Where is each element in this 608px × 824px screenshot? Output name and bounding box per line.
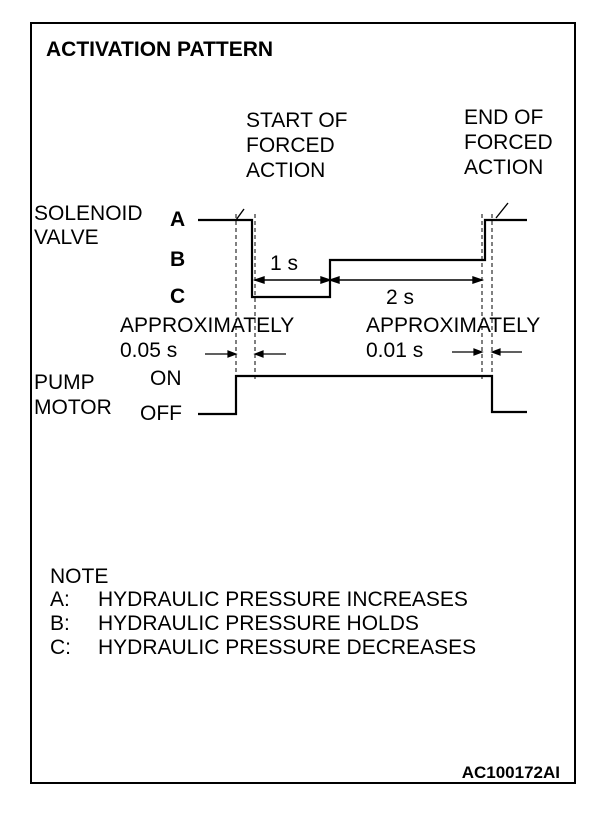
approx-left-line2: 0.05 s: [120, 339, 177, 362]
end-label-line2: FORCED: [464, 131, 553, 154]
figure-code: AC100172AI: [462, 763, 560, 782]
solenoid-label-line1: SOLENOID: [34, 202, 143, 225]
end-leader: [495, 202, 509, 219]
pump-waveform: [198, 374, 527, 416]
level-a-label: A: [170, 208, 185, 231]
interval-2s-arrow: [327, 276, 485, 284]
note-key-a: A:: [50, 588, 70, 611]
interval-1s-label: 1 s: [270, 252, 298, 275]
level-b-label: B: [170, 248, 185, 271]
note-heading: NOTE: [50, 565, 108, 588]
note-text-c: HYDRAULIC PRESSURE DECREASES: [98, 636, 476, 659]
diagram-title: ACTIVATION PATTERN: [46, 38, 273, 61]
delay-right-arrows: [452, 348, 522, 356]
pump-label-line2: MOTOR: [34, 396, 112, 419]
start-label-line1: START OF: [246, 109, 348, 132]
pump-off-label: OFF: [140, 402, 182, 425]
note-key-b: B:: [50, 612, 70, 635]
interval-1s-arrow: [252, 276, 333, 284]
delay-left-arrows: [205, 350, 286, 358]
pump-label-line1: PUMP: [34, 371, 95, 394]
solenoid-waveform: [198, 218, 527, 299]
level-c-label: C: [170, 285, 185, 308]
approx-right-line1: APPROXIMATELY: [366, 314, 540, 337]
diagram-frame: [30, 22, 576, 784]
note-text-b: HYDRAULIC PRESSURE HOLDS: [98, 612, 419, 635]
solenoid-label-line2: VALVE: [34, 226, 99, 249]
start-label-line3: ACTION: [246, 159, 325, 182]
interval-2s-label: 2 s: [386, 286, 414, 309]
note-key-c: C:: [50, 636, 71, 659]
end-label-line3: ACTION: [464, 156, 543, 179]
pump-on-label: ON: [150, 367, 182, 390]
approx-left-line1: APPROXIMATELY: [120, 314, 294, 337]
start-leader: [235, 208, 245, 221]
note-text-a: HYDRAULIC PRESSURE INCREASES: [98, 588, 468, 611]
end-label-line1: END OF: [464, 106, 543, 129]
start-label-line2: FORCED: [246, 134, 335, 157]
approx-right-line2: 0.01 s: [366, 339, 423, 362]
